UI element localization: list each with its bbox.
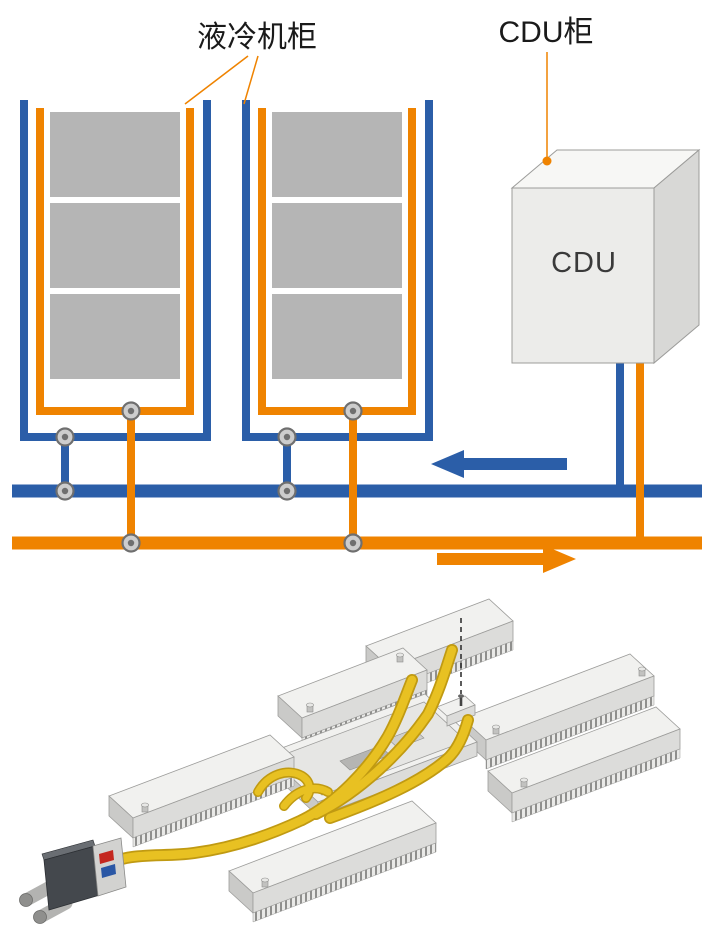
cdu-cabinet-label: CDU柜 bbox=[499, 16, 594, 49]
valve bbox=[121, 533, 141, 553]
blade-module-right-upper bbox=[461, 653, 655, 770]
heatsink-fins bbox=[252, 842, 437, 923]
screw-head-icon bbox=[458, 694, 464, 698]
cabinet2-orange-loop bbox=[258, 108, 416, 415]
valve bbox=[343, 533, 363, 553]
insert-part bbox=[436, 695, 476, 727]
part-front-face bbox=[446, 704, 476, 727]
cooling-schematic-section: CDU 液冷机柜 CDU柜 bbox=[12, 16, 702, 573]
server-block bbox=[272, 112, 402, 197]
server-block bbox=[50, 203, 180, 288]
screw-post bbox=[261, 877, 269, 888]
valve bbox=[343, 401, 363, 421]
screw-post bbox=[638, 666, 646, 677]
cabinet1-server-blocks bbox=[50, 112, 180, 379]
hose-branch bbox=[311, 645, 457, 819]
orange-flow-right-arrow-icon bbox=[437, 545, 576, 573]
cabinet2-server-blocks bbox=[272, 112, 402, 379]
schematic-labels: 液冷机柜 CDU柜 bbox=[184, 16, 594, 166]
heatsink-fins bbox=[485, 695, 655, 770]
valve bbox=[55, 481, 75, 501]
liquid-cabinet-label: 液冷机柜 bbox=[197, 21, 317, 54]
arrow-head bbox=[543, 545, 576, 573]
valve bbox=[277, 427, 297, 447]
valve bbox=[55, 427, 75, 447]
cdu-box: CDU bbox=[510, 148, 701, 365]
insertion-guide bbox=[458, 618, 464, 706]
cabinet1-orange-loop bbox=[36, 108, 194, 415]
cabinet1-blue-loop bbox=[20, 100, 211, 441]
screw-post bbox=[492, 724, 500, 735]
server-block bbox=[272, 203, 402, 288]
quick-connector bbox=[19, 837, 127, 924]
arrow-head bbox=[431, 450, 464, 478]
arrow-shaft bbox=[464, 458, 567, 470]
screw-post bbox=[141, 802, 149, 813]
connector-port-tip bbox=[19, 893, 33, 907]
cdu-front-face bbox=[511, 187, 655, 364]
hose-trunk bbox=[89, 815, 307, 875]
hot-line-mark bbox=[99, 850, 114, 864]
arrow-shaft bbox=[437, 553, 543, 565]
screw-post bbox=[520, 777, 528, 788]
blade-illustration-section bbox=[19, 598, 681, 924]
valve bbox=[121, 401, 141, 421]
cdu-box-label: CDU bbox=[551, 247, 617, 279]
blade-module-right-lower bbox=[487, 706, 681, 823]
screw-post bbox=[306, 702, 314, 713]
hose-loop bbox=[280, 785, 332, 810]
blue-flow-left-arrow-icon bbox=[431, 450, 567, 478]
connector-port-tip bbox=[33, 910, 47, 924]
leader-line bbox=[184, 55, 249, 105]
leader-line bbox=[243, 55, 259, 105]
cdu-side-face bbox=[653, 148, 700, 365]
server-block bbox=[50, 294, 180, 379]
blade-module-bottom bbox=[228, 800, 437, 923]
hose-branch bbox=[325, 715, 473, 823]
leader-dot bbox=[542, 156, 552, 166]
valve bbox=[277, 481, 297, 501]
screw-post bbox=[396, 652, 404, 663]
coolant-hoses bbox=[88, 644, 474, 876]
cabinet2-blue-loop bbox=[242, 100, 433, 441]
heatsink-fins bbox=[511, 748, 681, 823]
server-block bbox=[50, 112, 180, 197]
cold-line-mark bbox=[101, 864, 116, 878]
server-block bbox=[272, 294, 402, 379]
